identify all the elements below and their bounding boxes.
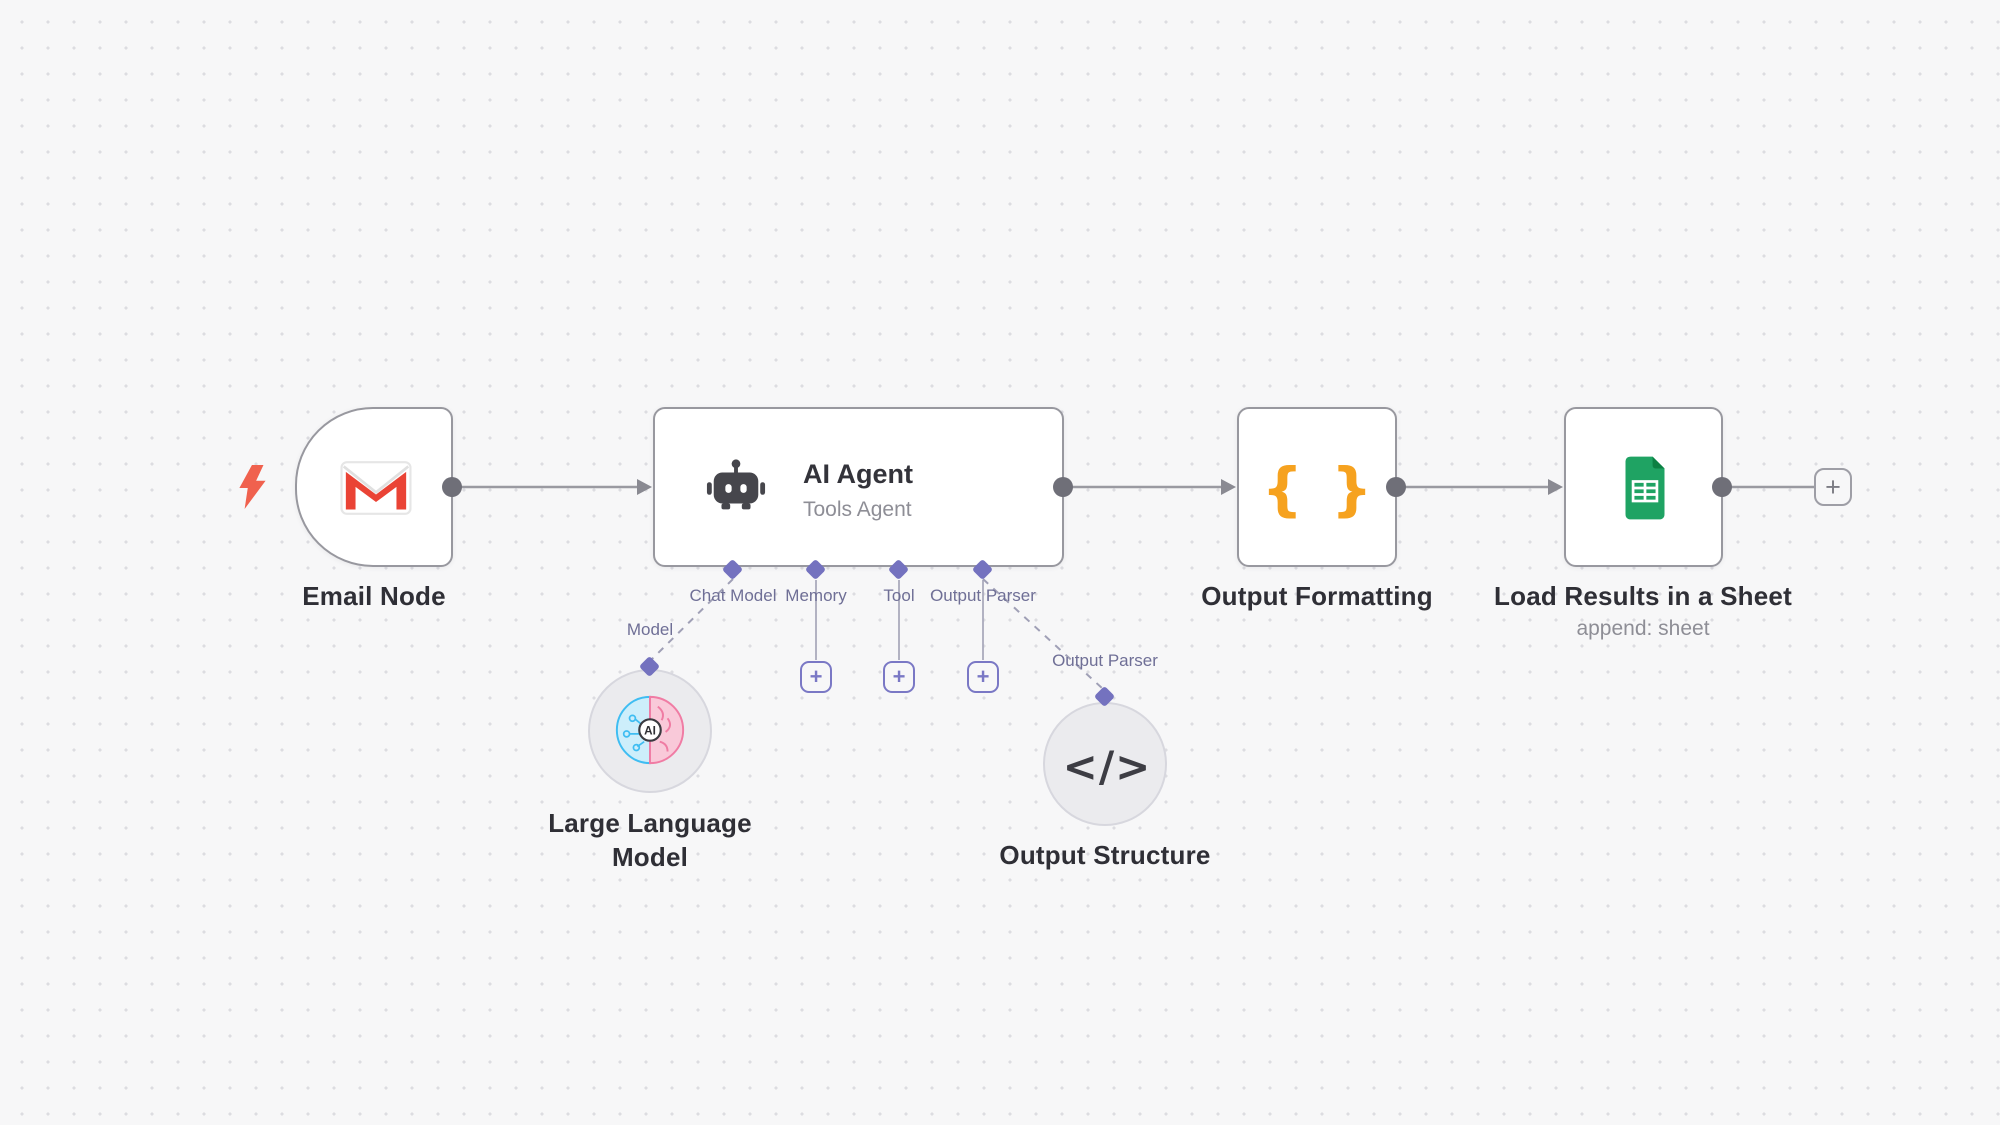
connection-llm-to-agent[interactable] (650, 578, 734, 661)
robot-icon (705, 458, 767, 518)
arrow-into-sheet-icon (1548, 479, 1563, 495)
gmail-icon (339, 460, 413, 516)
node-sheet[interactable] (1564, 407, 1732, 567)
floating-label-output-parser: Output Parser (1052, 651, 1158, 670)
node-ai-agent[interactable]: AI Agent Tools Agent (653, 407, 1073, 567)
plus-icon: + (976, 664, 990, 689)
port-label-chat-model: Chat Model (689, 586, 777, 605)
node-email[interactable] (295, 407, 462, 567)
ai-agent-title: AI Agent (803, 459, 913, 489)
ai-badge: AI (644, 724, 656, 737)
node-label-output-formatting: Output Formatting (1201, 581, 1433, 611)
node-label-llm: Large Language Model (548, 808, 752, 872)
output-port[interactable] (442, 477, 462, 497)
node-output-formatting[interactable]: { } (1237, 407, 1406, 567)
arrow-into-formatting-icon (1221, 479, 1236, 495)
port-label-tool: Tool (883, 586, 915, 605)
output-port[interactable] (1386, 477, 1406, 497)
add-output-parser-button[interactable]: + (967, 661, 999, 693)
node-label-sheet: Load Results in a Sheet (1494, 581, 1792, 611)
port-label-output-parser: Output Parser (930, 586, 1036, 605)
arrow-into-agent-icon (637, 479, 652, 495)
braces-icon: { } (1261, 455, 1377, 523)
google-sheets-icon (1619, 455, 1671, 521)
plus-icon: + (1825, 471, 1841, 502)
node-output-structure[interactable]: </> (1043, 702, 1167, 826)
node-sublabel-sheet: append: sheet (1576, 617, 1710, 640)
add-memory-button[interactable]: + (800, 661, 832, 693)
port-label-memory: Memory (785, 586, 847, 605)
ai-brain-icon: AI (611, 691, 689, 769)
ai-agent-subtitle: Tools Agent (803, 498, 912, 521)
add-node-button[interactable]: + (1814, 468, 1852, 506)
node-label-output-structure: Output Structure (999, 840, 1211, 870)
add-tool-button[interactable]: + (883, 661, 915, 693)
trigger-bolt-icon (239, 465, 267, 514)
code-icon: </> (1062, 741, 1152, 791)
output-port[interactable] (1053, 477, 1073, 497)
node-label-email: Email Node (302, 581, 446, 611)
plus-icon: + (892, 664, 906, 689)
node-llm[interactable]: AI (588, 669, 712, 793)
floating-label-model: Model (626, 620, 674, 639)
output-port[interactable] (1712, 477, 1732, 497)
plus-icon: + (809, 664, 823, 689)
